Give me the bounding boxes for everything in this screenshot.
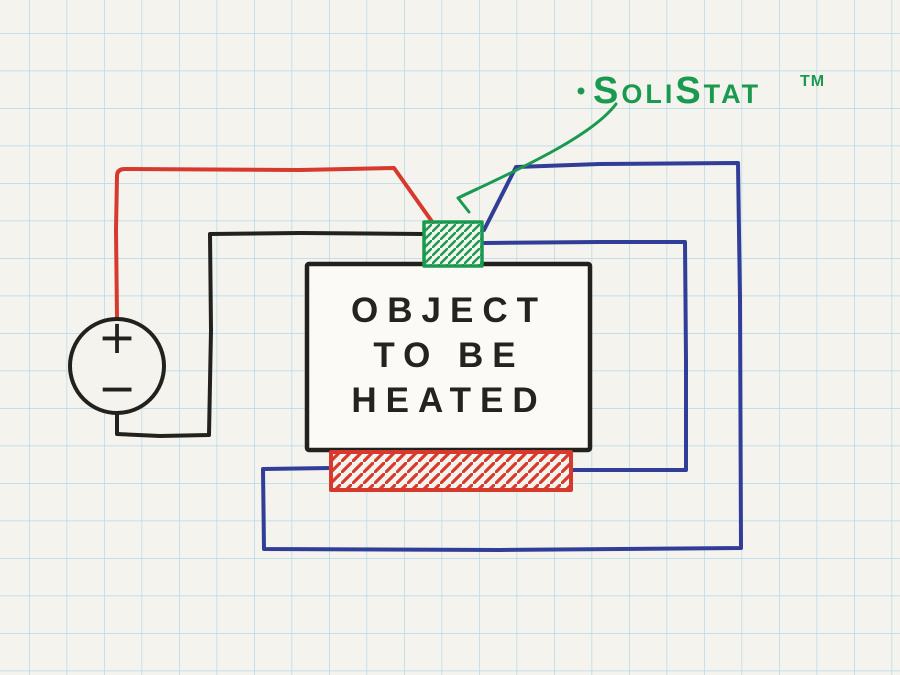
solistat-tm: TM — [800, 73, 825, 90]
object-label-line3: HEATED — [351, 381, 546, 420]
heater-element — [329, 450, 573, 492]
solistat-module — [422, 220, 484, 268]
solistat-label: SoliStat — [593, 70, 761, 112]
voltage-source — [68, 317, 166, 415]
annotation-arrow — [460, 102, 618, 198]
minus-symbol: − — [98, 361, 137, 415]
blue-inner-wire — [482, 240, 688, 472]
object-label-line1: OBJECT — [351, 291, 547, 330]
object-label-line2: TO BE — [373, 336, 524, 375]
red-wire — [114, 166, 435, 320]
black-wire — [115, 231, 426, 438]
plus-symbol: + — [98, 310, 137, 364]
bullet-dot — [577, 87, 585, 95]
annotation-arrowhead — [456, 187, 479, 214]
blue-outer-wire — [261, 161, 743, 552]
